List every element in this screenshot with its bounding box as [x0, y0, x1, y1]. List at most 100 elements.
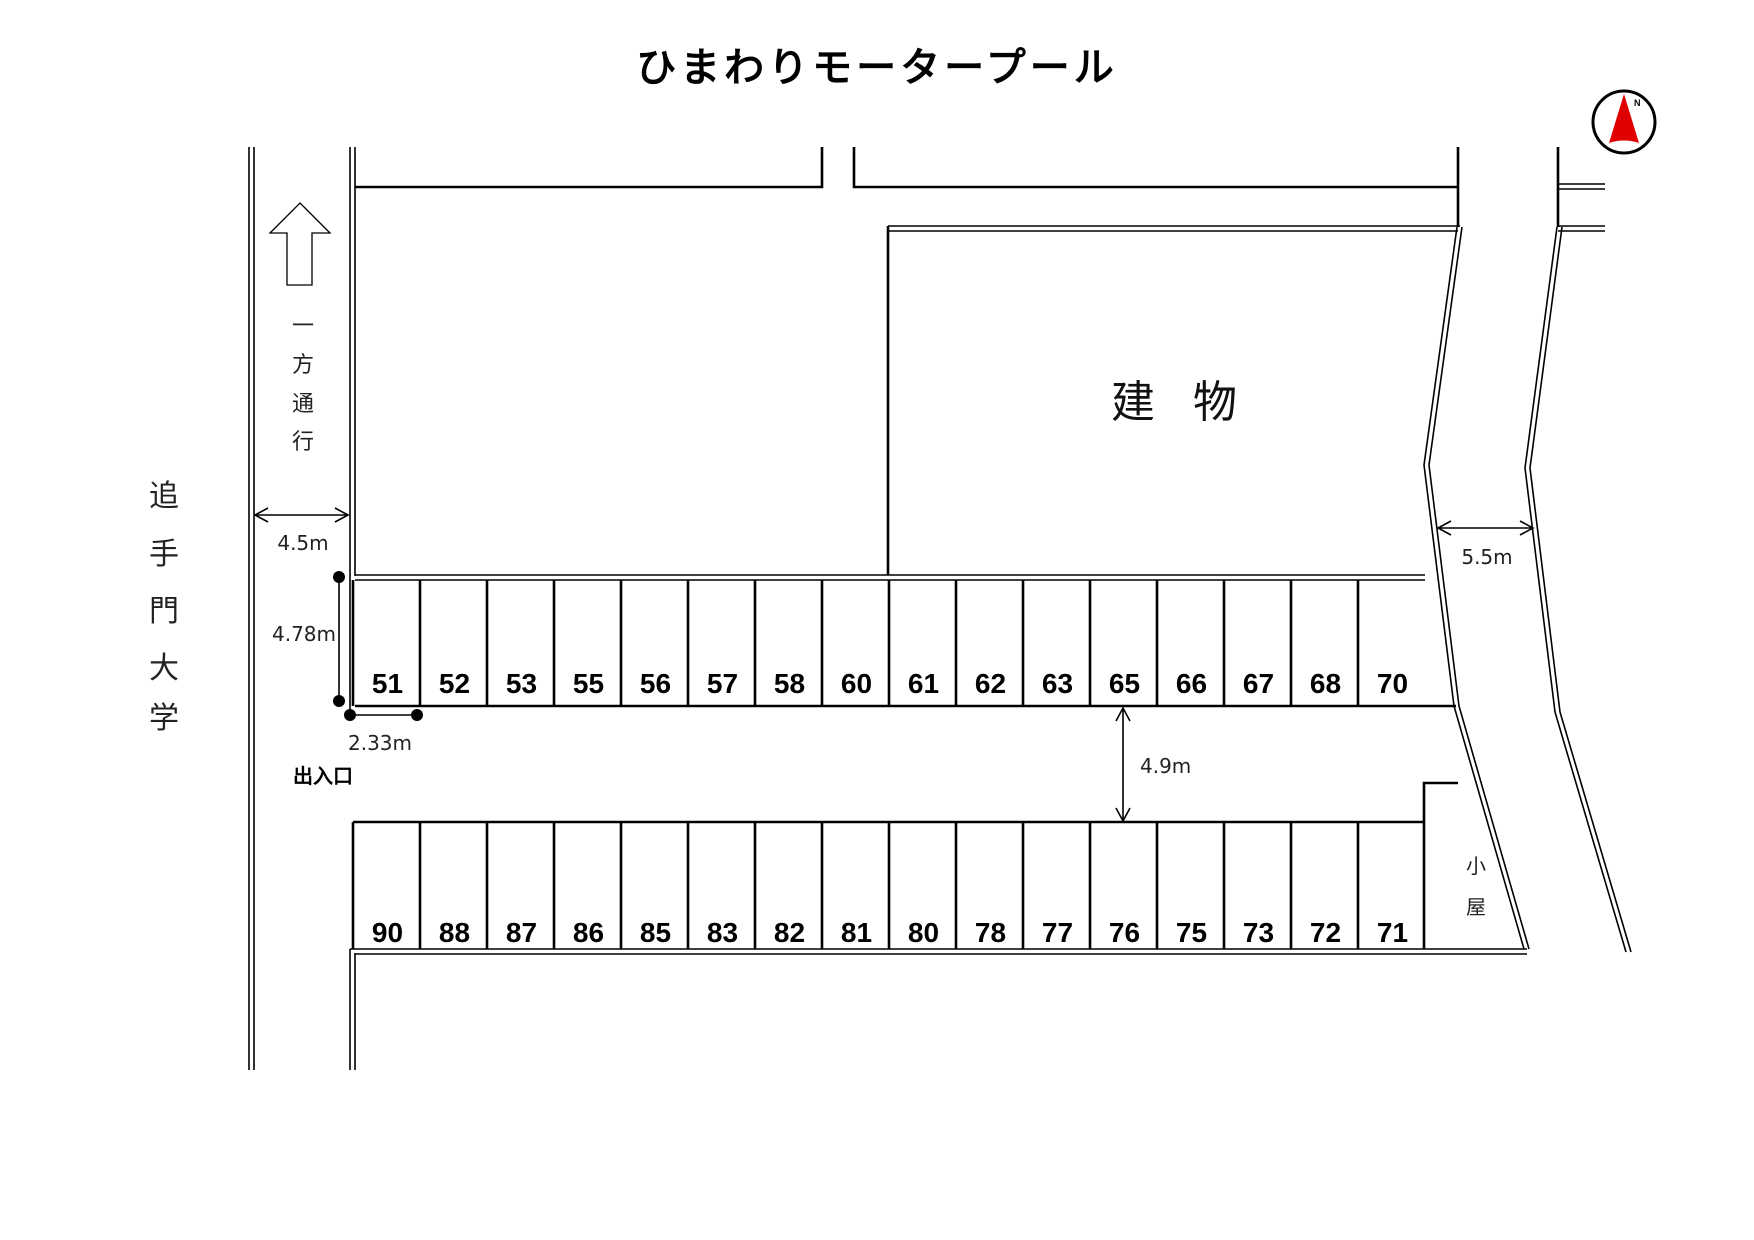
space-number: 53 [506, 668, 537, 699]
space-number: 58 [774, 668, 805, 699]
space-number: 82 [774, 917, 805, 948]
space-number: 68 [1310, 668, 1341, 699]
top-row-spaces: 51 52 53 55 56 57 58 60 61 62 63 65 66 67 68 70 [351, 580, 1456, 708]
svg-text:小: 小 [1466, 854, 1486, 878]
parking-space-71[interactable]: 71 [1356, 822, 1425, 949]
svg-text:2.33m: 2.33m [348, 731, 412, 755]
space-number: 61 [908, 668, 939, 699]
dimension-space-width: 2.33m [344, 709, 423, 755]
space-number: 76 [1109, 917, 1140, 948]
parking-space-77[interactable]: 77 [1021, 822, 1090, 949]
space-number: 72 [1310, 917, 1341, 948]
parking-space-67[interactable]: 67 [1222, 580, 1291, 706]
space-number: 70 [1377, 668, 1408, 699]
space-number: 60 [841, 668, 872, 699]
north-compass-icon: N [1591, 89, 1657, 155]
space-number: 56 [640, 668, 671, 699]
space-number: 86 [573, 917, 604, 948]
svg-text:大: 大 [149, 651, 179, 686]
parking-space-51[interactable]: 51 [351, 580, 420, 706]
space-number: 66 [1176, 668, 1207, 699]
right-road [1423, 147, 1632, 953]
parking-space-80[interactable]: 80 [887, 822, 956, 949]
space-number: 80 [908, 917, 939, 948]
svg-text:学: 学 [149, 701, 179, 736]
dimension-right-road: 5.5m [1436, 520, 1535, 569]
svg-text:4.78m: 4.78m [272, 622, 336, 646]
parking-space-57[interactable]: 57 [686, 580, 755, 706]
space-number: 62 [975, 668, 1006, 699]
svg-text:行: 行 [292, 430, 314, 455]
parking-space-68[interactable]: 68 [1289, 580, 1358, 706]
parking-space-75[interactable]: 75 [1155, 822, 1224, 949]
bottom-row-spaces: 90 88 87 86 85 83 82 81 80 78 77 76 75 73 72 71 [350, 820, 1527, 955]
space-number: 90 [372, 917, 403, 948]
parking-space-66[interactable]: 66 [1155, 580, 1224, 706]
svg-text:4.9m: 4.9m [1140, 754, 1191, 778]
space-number: 55 [573, 668, 604, 699]
space-number: 51 [372, 668, 403, 699]
dimension-space-length: 4.78m [272, 571, 345, 707]
map-title: ひまわりモータープール [636, 45, 1118, 91]
space-number: 63 [1042, 668, 1073, 699]
parking-space-65[interactable]: 65 [1088, 580, 1157, 706]
parking-space-81[interactable]: 81 [820, 822, 889, 949]
parking-space-78[interactable]: 78 [954, 822, 1023, 949]
entrance-label: 出入口 [293, 764, 353, 788]
parking-space-58[interactable]: 58 [753, 580, 822, 706]
compass-north-label: N [1634, 98, 1641, 108]
space-number: 73 [1243, 917, 1274, 948]
svg-text:通: 通 [292, 392, 314, 417]
parking-space-73[interactable]: 73 [1222, 822, 1291, 949]
space-number: 83 [707, 917, 738, 948]
parking-space-72[interactable]: 72 [1289, 822, 1358, 949]
left-road [248, 147, 356, 1070]
parking-space-70[interactable]: 70 [1356, 580, 1425, 706]
space-number: 81 [841, 917, 872, 948]
parking-space-63[interactable]: 63 [1021, 580, 1090, 706]
dimension-left-road: 4.5m [253, 507, 350, 555]
svg-text:5.5m: 5.5m [1461, 545, 1512, 569]
shed: 小 屋 [1422, 781, 1486, 949]
dimension-aisle: 4.9m [1115, 706, 1191, 823]
parking-space-88[interactable]: 88 [418, 822, 487, 949]
building: 建 物 [886, 225, 1460, 575]
space-number: 57 [707, 668, 738, 699]
parking-space-85[interactable]: 85 [619, 822, 688, 949]
parking-space-76[interactable]: 76 [1088, 822, 1157, 949]
one-way-label: 一 方 通 行 [292, 314, 314, 455]
svg-text:一: 一 [292, 314, 314, 339]
parking-space-60[interactable]: 60 [820, 580, 889, 706]
svg-text:門: 門 [149, 594, 179, 629]
space-number: 67 [1243, 668, 1274, 699]
building-label: 建 物 [1111, 377, 1249, 428]
parking-space-87[interactable]: 87 [485, 822, 554, 949]
space-number: 78 [975, 917, 1006, 948]
space-number: 71 [1377, 917, 1408, 948]
space-number: 88 [439, 917, 470, 948]
upper-lot-boundary [355, 147, 1460, 227]
space-number: 85 [640, 917, 671, 948]
space-number: 77 [1042, 917, 1073, 948]
parking-space-86[interactable]: 86 [552, 822, 621, 949]
parking-space-52[interactable]: 52 [418, 580, 487, 706]
parking-space-82[interactable]: 82 [753, 822, 822, 949]
parking-space-83[interactable]: 83 [686, 822, 755, 949]
svg-text:4.5m: 4.5m [277, 531, 328, 555]
parking-space-62[interactable]: 62 [954, 580, 1023, 706]
parking-space-90[interactable]: 90 [351, 822, 420, 949]
space-number: 75 [1176, 917, 1207, 948]
svg-text:屋: 屋 [1466, 895, 1486, 919]
svg-text:方: 方 [292, 353, 314, 378]
parking-space-53[interactable]: 53 [485, 580, 554, 706]
space-number: 87 [506, 917, 537, 948]
parking-space-56[interactable]: 56 [619, 580, 688, 706]
svg-text:手: 手 [149, 537, 179, 572]
svg-text:追: 追 [149, 479, 179, 514]
one-way-arrow-icon [268, 202, 332, 286]
university-label: 追 手 門 大 学 [149, 479, 179, 736]
space-number: 52 [439, 668, 470, 699]
parking-space-61[interactable]: 61 [887, 580, 956, 706]
parking-space-55[interactable]: 55 [552, 580, 621, 706]
